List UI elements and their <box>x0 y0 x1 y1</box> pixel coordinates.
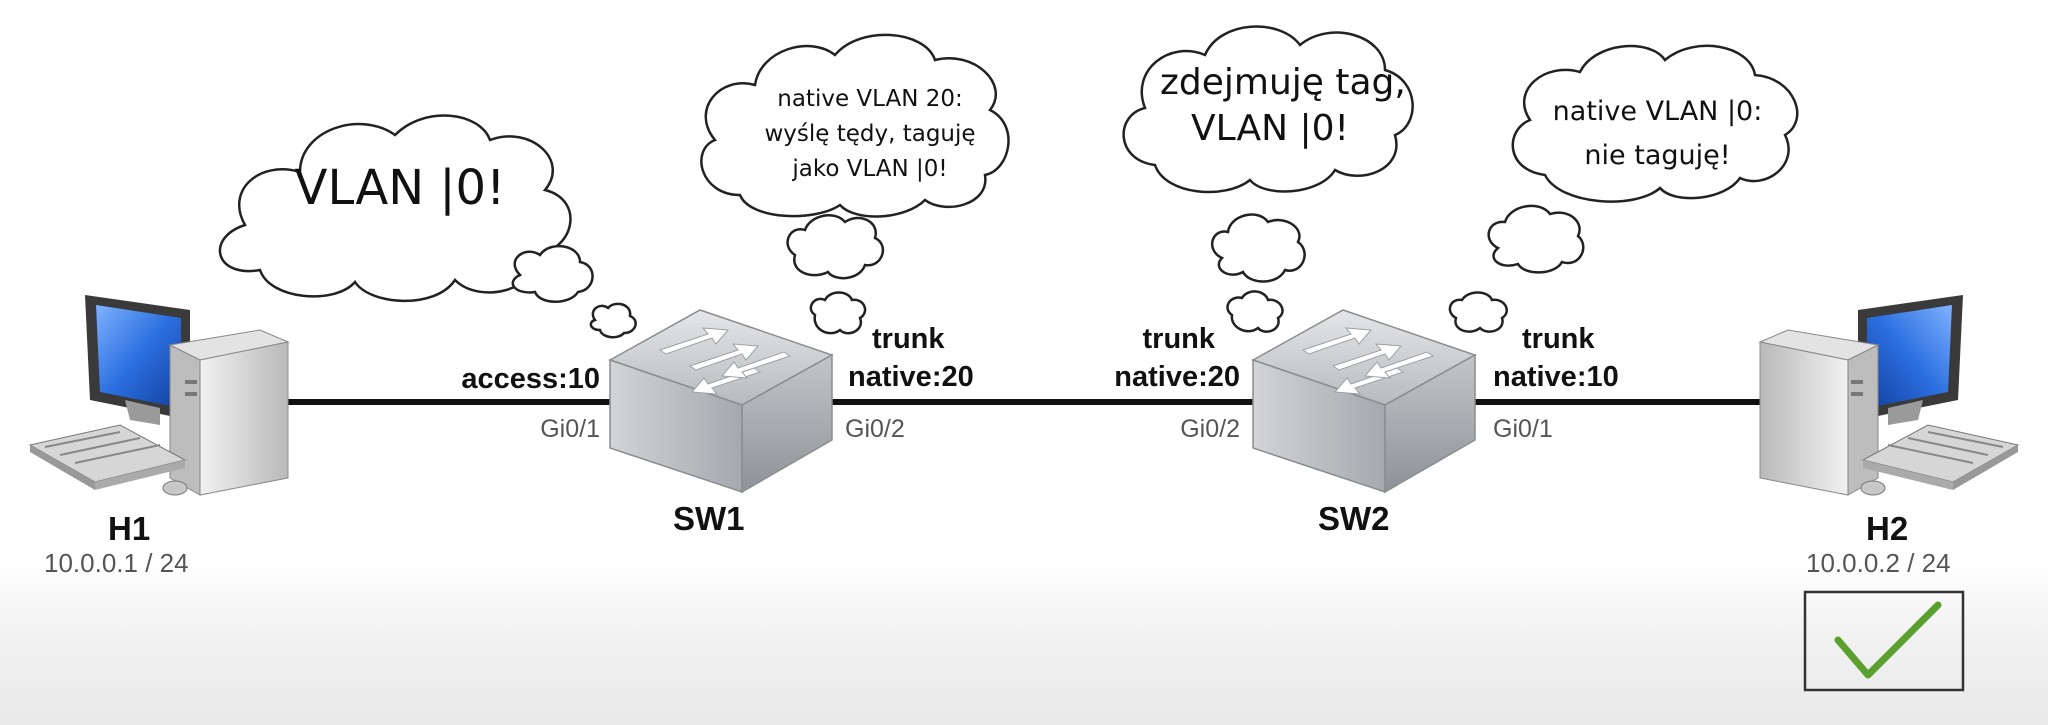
checkmark-icon <box>1834 601 1942 679</box>
h2-ip: 10.0.0.2 / 24 <box>1806 548 1951 578</box>
sw1-gi02-interface: Gi0/2 <box>845 415 905 443</box>
sw1-thought-text: native VLAN 20: wyślę tędy, taguję jako … <box>745 82 995 187</box>
sw1-thought-puff-2 <box>809 291 867 335</box>
h1-ip: 10.0.0.1 / 24 <box>44 548 189 578</box>
sw2-switch-icon <box>1251 309 1477 494</box>
h2-name: H2 <box>1866 510 1909 547</box>
sw2-gi01-interface: Gi0/1 <box>1493 415 1553 443</box>
sw1-gi02-mode: trunk <box>872 323 945 355</box>
sw2-in-thought-puff-2 <box>1226 290 1284 333</box>
sw2-in-thought-puff-1 <box>1210 213 1306 283</box>
sw2-in-thought-line-1: zdejmuję tag, <box>1160 62 1406 103</box>
sw2-out-thought-line-1: native VLAN |0: <box>1552 96 1763 127</box>
sw2-out-thought-puff-2 <box>1448 291 1508 333</box>
sw1-gi01-interface: Gi0/1 <box>540 415 600 443</box>
sw1-gi02-native: native:20 <box>848 361 974 393</box>
sw1-thought-puff-1 <box>786 214 885 280</box>
sw1-thought-line-1: native VLAN 20: <box>777 86 963 112</box>
sw2-gi02-mode: trunk <box>1142 323 1216 355</box>
sw2-in-thought-line-2: VLAN |0! <box>1191 108 1349 149</box>
h2-computer-icon <box>1758 295 2020 496</box>
h1-thought-line: VLAN |0! <box>294 160 506 216</box>
sw2-in-thought-cloud <box>1122 25 1414 194</box>
sw2-in-thought-text: zdejmuję tag, VLAN |0! <box>1160 60 1406 152</box>
h1-thought-text: VLAN |0! <box>285 160 515 216</box>
sw2-out-thought-line-2: nie taguję! <box>1584 140 1731 171</box>
sw2-gi01-mode: trunk <box>1522 323 1595 355</box>
sw2-gi01-native: native:10 <box>1493 361 1619 393</box>
result-checkbox <box>1803 590 1965 692</box>
sw1-thought-cloud <box>700 33 1010 218</box>
h1-thought-puff-2 <box>589 302 637 339</box>
sw1-thought-line-3: jako VLAN |0! <box>792 156 948 182</box>
sw2-gi02-native: native:20 <box>1114 361 1240 393</box>
sw2-out-thought-cloud <box>1511 44 1799 203</box>
sw1-switch-icon <box>608 309 834 494</box>
sw2-out-thought-text: native VLAN |0: nie taguję! <box>1545 90 1770 178</box>
h1-thought-puff-1 <box>511 244 594 303</box>
sw2-gi02-interface: Gi0/2 <box>1180 415 1240 443</box>
sw2-name: SW2 <box>1318 500 1390 537</box>
h1-name: H1 <box>108 510 151 547</box>
sw1-thought-line-2: wyślę tędy, taguję <box>764 121 976 147</box>
sw1-gi01-mode: access:10 <box>461 363 600 395</box>
h1-thought-cloud <box>218 114 572 303</box>
h1-computer-icon <box>28 295 290 496</box>
sw2-out-thought-puff-1 <box>1487 204 1585 274</box>
sw1-name: SW1 <box>673 500 745 537</box>
